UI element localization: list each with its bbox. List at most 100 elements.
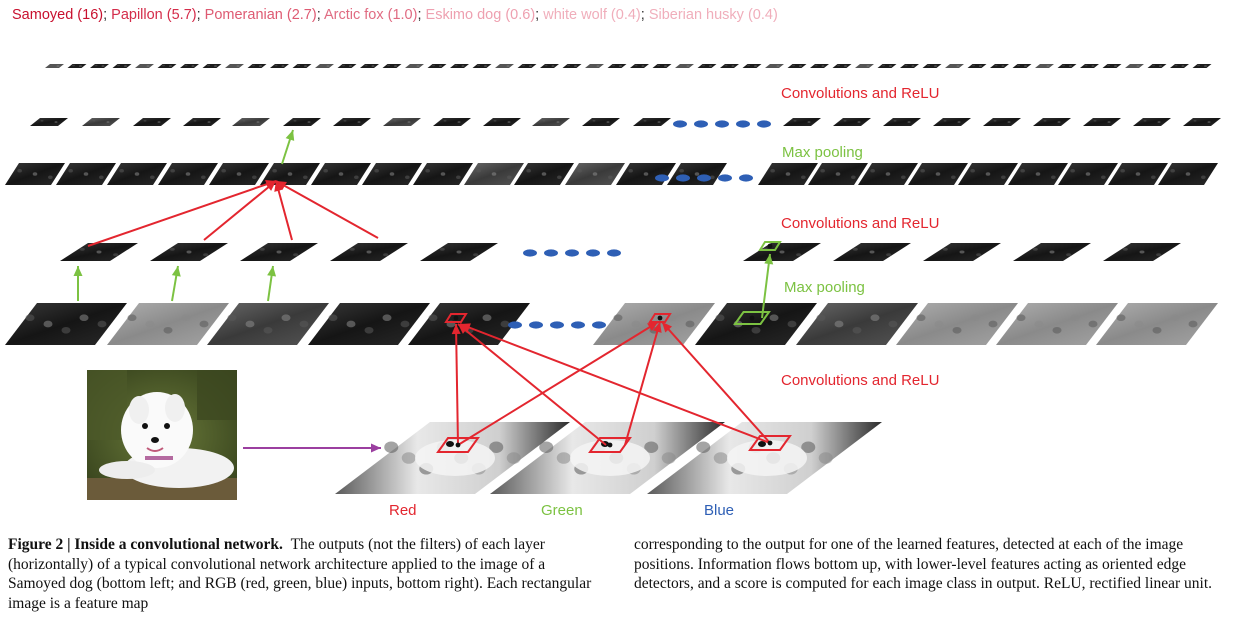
pool-map-top	[260, 163, 320, 185]
conv-map-mid	[420, 243, 498, 261]
ellipsis-dot	[673, 120, 687, 128]
top-output-map	[382, 64, 402, 68]
pool-map-top	[1158, 163, 1218, 185]
ellipsis-dot	[694, 120, 708, 128]
pool-map-top	[858, 163, 918, 185]
pool-map-top	[958, 163, 1018, 185]
conv-map-top	[283, 118, 321, 126]
top-output-map	[1080, 64, 1099, 68]
pool-field-red	[444, 313, 468, 323]
pool-map-top	[362, 163, 422, 185]
top-output-map	[832, 64, 852, 68]
class-4-name: Eskimo dog	[425, 7, 502, 23]
receptive-field-red	[436, 437, 480, 453]
pool-map-top	[616, 163, 676, 185]
class-1-name: Papillon	[111, 7, 163, 23]
conv-map-top	[1183, 118, 1221, 126]
input-arrow	[243, 443, 381, 453]
conv-map-mid	[330, 243, 408, 261]
top-output-map	[517, 64, 537, 68]
receptive-field-markers	[436, 241, 792, 453]
conv-map-top	[1133, 118, 1171, 126]
class-0-score: (16)	[77, 7, 104, 23]
conv-arrow	[661, 321, 771, 444]
top-output-map	[810, 64, 829, 68]
pool-map-top	[5, 163, 65, 185]
caption-column-1: Figure 2 | Inside a convolutional networ…	[8, 535, 598, 613]
conv-map-top	[833, 118, 871, 126]
feature-map-low	[1096, 303, 1218, 345]
ellipsis-dot	[523, 249, 537, 257]
conv-map-top	[333, 118, 371, 126]
top-output-map	[1035, 64, 1054, 68]
conv-map-top	[82, 118, 120, 126]
class-6-score: (0.4)	[747, 7, 778, 23]
class-4-score: (0.6)	[505, 7, 536, 23]
conv-map-top	[1033, 118, 1071, 126]
ellipsis-dot	[508, 321, 522, 329]
class-2-score: (2.7)	[286, 7, 317, 23]
pool-arrow	[761, 253, 774, 319]
caption-text-1: The outputs (not the filters) of each la…	[8, 536, 592, 612]
pool-map-top	[1108, 163, 1168, 185]
pool-map-top	[107, 163, 167, 185]
input-blue-channel	[647, 422, 882, 494]
conv-arrow	[275, 180, 379, 239]
conv-map-top	[532, 118, 570, 126]
top-output-map	[945, 64, 964, 68]
top-output-map	[180, 64, 199, 68]
feature-map-low	[107, 303, 229, 345]
class-3-score: (1.0)	[387, 7, 418, 23]
connection-arrows	[73, 129, 774, 453]
receptive-field-green	[588, 437, 632, 453]
samoyed-input-image	[87, 370, 237, 500]
class-5-name: white wolf	[543, 7, 607, 23]
top-output-map	[630, 64, 649, 68]
conv-map-mid	[150, 243, 228, 261]
top-output-map	[562, 64, 582, 68]
caption-text-2: corresponding to the output for one of t…	[634, 536, 1213, 592]
ellipsis-dot	[550, 321, 564, 329]
top-output-map	[247, 64, 267, 68]
conv-map-mid	[743, 243, 821, 261]
top-output-map	[45, 64, 64, 68]
conv-map-mid	[923, 243, 1001, 261]
top-output-map	[742, 64, 762, 68]
conv-map-top	[433, 118, 471, 126]
top-output-map	[360, 64, 379, 68]
top-output-map	[112, 64, 132, 68]
top-output-map	[1057, 64, 1077, 68]
pool-arrow	[267, 265, 277, 302]
conv-map-mid	[240, 243, 318, 261]
feature-map-low	[207, 303, 329, 345]
class-1-score: (5.7)	[166, 7, 197, 23]
ellipsis-dot	[718, 174, 732, 182]
conv-relu-label-bottom: Convolutions and ReLU	[781, 372, 940, 389]
top-output-map	[405, 64, 424, 68]
pool-map-top	[808, 163, 868, 185]
caption-heading: Figure 2 | Inside a convolutional networ…	[8, 536, 283, 553]
class-scores: Samoyed (16); Papillon (5.7); Pomeranian…	[12, 7, 778, 23]
top-output-map	[697, 64, 717, 68]
ellipsis-dot	[736, 120, 750, 128]
class-5-score: (0.4)	[610, 7, 641, 23]
receptive-field-blue	[748, 435, 792, 451]
caption-column-2: corresponding to the output for one of t…	[634, 535, 1224, 594]
top-output-map	[337, 64, 357, 68]
ellipsis-dot	[544, 249, 558, 257]
conv-map-top	[232, 118, 270, 126]
ellipsis-dot	[757, 120, 771, 128]
pool-map-top	[1008, 163, 1068, 185]
top-output-map	[607, 64, 627, 68]
pool-map-top	[413, 163, 473, 185]
conv-map-top	[783, 118, 821, 126]
top-output-map	[1012, 64, 1032, 68]
pool-map-top	[1058, 163, 1118, 185]
conv-map-top	[133, 118, 171, 126]
ellipsis-dot	[739, 174, 753, 182]
pool-arrow	[171, 265, 181, 302]
conv-map-mid	[833, 243, 911, 261]
feature-map-layers	[5, 64, 1221, 494]
conv-map-top	[183, 118, 221, 126]
